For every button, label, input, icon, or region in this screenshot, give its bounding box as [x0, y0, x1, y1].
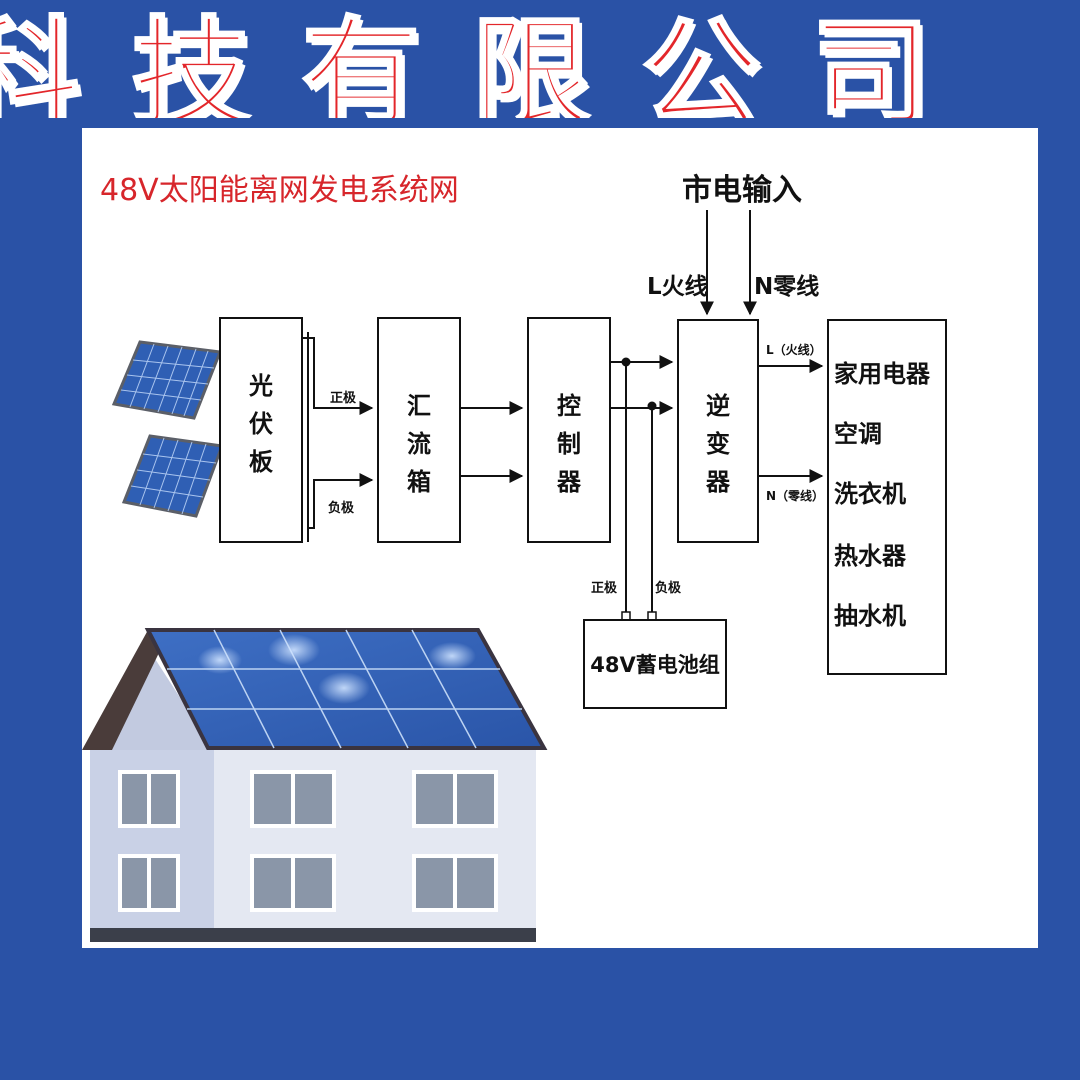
pv-label-2: 伏 — [249, 410, 273, 438]
loads-box — [827, 319, 947, 675]
solar-panel-icon-2 — [121, 434, 225, 518]
roof-solar-array — [144, 628, 548, 750]
battery-label: 48V蓄电池组 — [590, 653, 719, 677]
controller-box — [527, 317, 611, 543]
pv-label-3: 板 — [249, 448, 274, 476]
output-neutral-label: N（零线） — [766, 488, 824, 503]
solar-panel-icon — [111, 340, 223, 420]
controller-label-1: 控 — [557, 392, 581, 420]
house-illustration — [82, 628, 548, 942]
controller-label-3: 器 — [556, 468, 582, 496]
battery-box — [583, 619, 727, 709]
combiner-label-3: 箱 — [407, 468, 431, 496]
inverter-label-2: 变 — [706, 430, 730, 458]
load-item: 家用电器 — [834, 360, 931, 388]
negative-wire-arrow — [308, 473, 374, 529]
system-diagram: 48V太阳能离网发电系统网 市电输入 L火线 N零线 光 伏 板 正极 负极 — [82, 173, 947, 942]
controller-label-2: 制 — [557, 430, 581, 458]
pv-label-1: 光 — [248, 372, 273, 400]
diagram-title: 48V太阳能离网发电系统网 — [100, 173, 459, 208]
pv-box — [219, 317, 303, 543]
inverter-label-3: 器 — [705, 468, 731, 496]
positive-label: 正极 — [330, 390, 357, 406]
load-item: 空调 — [834, 420, 882, 448]
banner-text: 科技有限公司 — [0, 3, 983, 119]
positive-wire-arrow — [308, 337, 374, 415]
output-live-label: L（火线） — [766, 342, 822, 357]
combiner-box — [377, 317, 461, 543]
inverter-label-1: 逆 — [706, 392, 730, 420]
company-banner: 科技有限公司 — [0, 0, 1080, 118]
diagram-panel: 48V太阳能离网发电系统网 市电输入 L火线 N零线 光 伏 板 正极 负极 — [82, 128, 1038, 948]
load-item: 热水器 — [834, 542, 907, 570]
neutral-wire-label: N零线 — [754, 273, 819, 300]
live-wire-label: L火线 — [647, 273, 708, 300]
inverter-box — [677, 319, 759, 543]
load-item: 抽水机 — [834, 602, 906, 630]
grid-input-label: 市电输入 — [682, 173, 802, 208]
combiner-label-2: 流 — [407, 430, 431, 458]
load-item: 洗衣机 — [834, 480, 906, 508]
battery-positive-label: 正极 — [591, 580, 618, 596]
battery-negative-label: 负极 — [655, 580, 682, 596]
combiner-label-1: 汇 — [407, 392, 431, 420]
negative-label: 负极 — [328, 500, 355, 516]
